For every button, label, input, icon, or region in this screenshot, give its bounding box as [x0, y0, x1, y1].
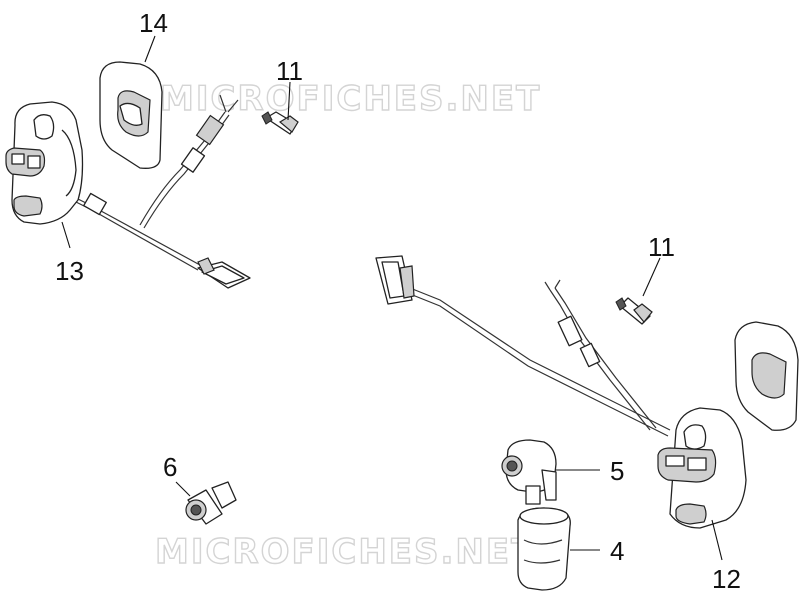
left-switch-part-13[interactable]: [5, 94, 251, 289]
watermark-bottom: MICROFICHES.NET: [155, 532, 536, 572]
leader-12: [711, 519, 723, 561]
cover-part-14[interactable]: [99, 61, 163, 169]
part-number-4: 4: [610, 536, 624, 566]
socket-part-6[interactable]: [185, 481, 237, 525]
leader-6: [175, 481, 191, 497]
right-switch-part-12[interactable]: [375, 255, 747, 529]
leader-11-top: [287, 81, 291, 121]
leader-14: [144, 35, 156, 63]
part-number-5: 5: [610, 456, 624, 486]
leader-11-right: [642, 257, 661, 297]
socket-part-5[interactable]: [501, 439, 557, 505]
bulb-part-11-top[interactable]: [261, 111, 299, 135]
part-number-11-top: 11: [276, 56, 303, 86]
part-number-12: 12: [712, 564, 741, 594]
part-number-11-right: 11: [648, 232, 675, 262]
leader-13: [61, 221, 71, 249]
part-number-13: 13: [55, 256, 84, 286]
cup-part-4[interactable]: [517, 507, 571, 591]
part-number-14: 14: [139, 8, 168, 38]
cover-right[interactable]: [734, 321, 799, 431]
bulb-part-11-right[interactable]: [615, 297, 653, 325]
part-number-6: 6: [163, 452, 177, 482]
watermark-top: MICROFICHES.NET: [160, 79, 541, 119]
